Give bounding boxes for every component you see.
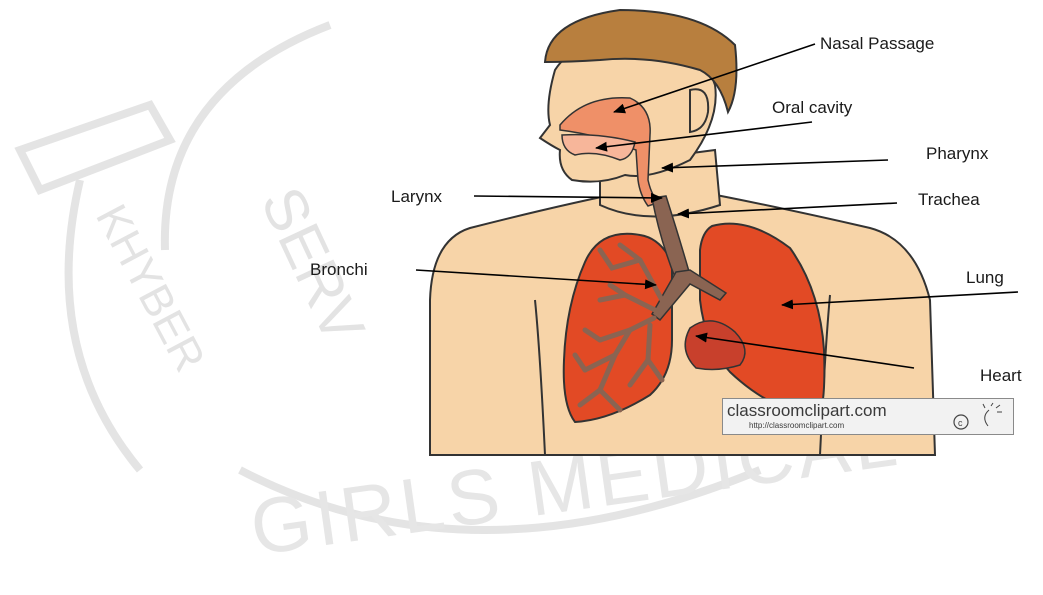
credit-url: http://classroomclipart.com	[749, 421, 844, 430]
label-bronchi: Bronchi	[310, 260, 368, 280]
credit-logo: c	[941, 402, 1011, 432]
label-nasal-passage: Nasal Passage	[820, 34, 934, 54]
label-trachea: Trachea	[918, 190, 980, 210]
label-lung: Lung	[966, 268, 1004, 288]
label-oral-cavity: Oral cavity	[772, 98, 852, 118]
label-larynx: Larynx	[391, 187, 442, 207]
label-pharynx: Pharynx	[926, 144, 988, 164]
credit-site: classroomclipart.com	[727, 401, 887, 421]
credit-box: classroomclipart.com http://classroomcli…	[722, 398, 1014, 435]
svg-text:c: c	[958, 418, 963, 428]
label-heart: Heart	[980, 366, 1022, 386]
